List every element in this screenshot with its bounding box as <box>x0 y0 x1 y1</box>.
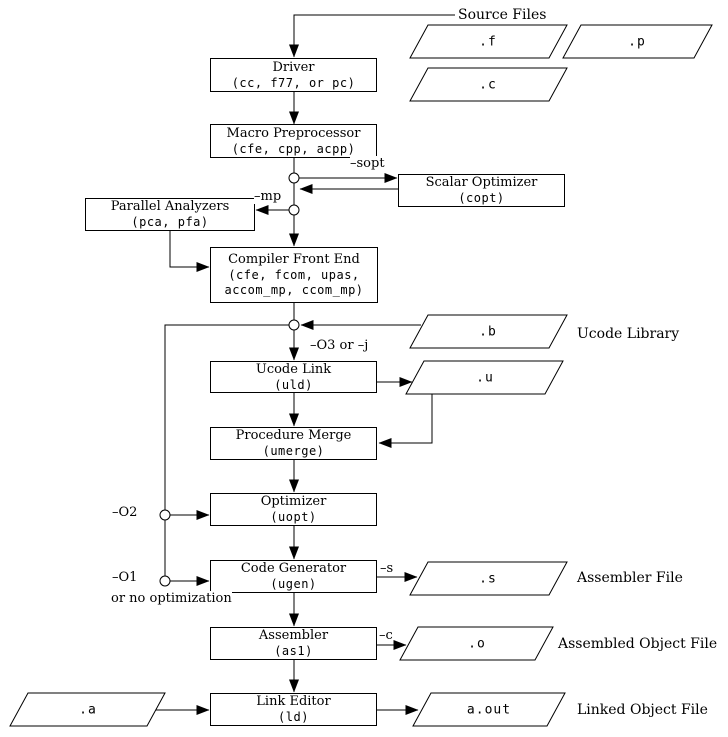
box-optimizer-sub: (uopt) <box>270 510 317 524</box>
file-p-shape <box>562 24 713 59</box>
box-procedure-merge-sub: (umerge) <box>262 444 325 458</box>
label-o3-option: –O3 or –j <box>310 338 369 353</box>
file-b-label: .b <box>479 324 497 340</box>
box-parallel-analyzers: Parallel Analyzers (pca, pfa) <box>85 198 255 231</box>
file-b-shape <box>409 314 568 349</box>
file-c-label: .c <box>479 77 497 93</box>
box-driver-title: Driver <box>272 59 315 75</box>
edge-analyzers-to-frontend <box>169 231 210 272</box>
box-code-generator-sub: (ugen) <box>270 577 317 591</box>
edge-u-to-proceduremerge <box>378 394 433 448</box>
label-linked-object-file: Linked Object File <box>577 702 708 718</box>
box-procedure-merge: Procedure Merge (umerge) <box>210 427 377 460</box>
edge-bypass-line <box>164 324 294 581</box>
box-optimizer-title: Optimizer <box>260 494 327 509</box>
box-ucode-link-sub: (uld) <box>274 377 313 392</box>
label-assembler-file: Assembler File <box>577 570 683 586</box>
file-aout-label: a.out <box>466 702 512 718</box>
box-compiler-front-end-title: Compiler Front End <box>228 252 360 267</box>
file-u-label: .u <box>476 370 494 386</box>
file-a-shape <box>9 692 166 727</box>
box-code-generator-title: Code Generator <box>240 561 347 576</box>
box-scalar-optimizer-sub: (copt) <box>458 191 505 205</box>
box-assembler: Assembler (as1) <box>210 627 377 660</box>
junction-circle-o2 <box>159 509 171 521</box>
box-assembler-sub: (as1) <box>274 644 313 658</box>
box-link-editor: Link Editor (ld) <box>210 693 377 726</box>
box-parallel-analyzers-title: Parallel Analyzers <box>110 199 230 214</box>
edge-sourcefiles-to-driver <box>289 14 455 58</box>
junction-circle-sopt <box>288 172 300 184</box>
box-driver-sub: (cc, f77, or pc) <box>231 75 356 90</box>
junction-circle-o1 <box>159 575 171 587</box>
file-o-label: .o <box>468 636 486 652</box>
box-assembler-title: Assembler <box>258 628 329 643</box>
file-s-shape <box>409 561 568 596</box>
file-f-label: .f <box>479 34 497 50</box>
file-f-shape <box>409 24 568 59</box>
box-compiler-front-end-sub: (cfe, fcom, upas, <box>228 268 360 282</box>
label-no-optimization-note: or no optimization <box>111 591 232 606</box>
box-ucode-link: Ucode Link (uld) <box>210 361 377 393</box>
label-o2-option: –O2 <box>112 505 138 520</box>
box-link-editor-title: Link Editor <box>256 694 331 709</box>
box-optimizer: Optimizer (uopt) <box>210 493 377 526</box>
label-mp-option: –mp <box>254 189 282 204</box>
label-s-option: –s <box>380 561 394 576</box>
box-compiler-front-end-sub2: accom_mp, ccom_mp) <box>224 283 364 297</box>
label-sopt-option: –sopt <box>350 156 385 171</box>
box-scalar-optimizer: Scalar Optimizer (copt) <box>398 174 565 207</box>
file-p-label: .p <box>628 34 646 50</box>
box-scalar-optimizer-title: Scalar Optimizer <box>425 175 538 190</box>
box-compiler-front-end: Compiler Front End (cfe, fcom, upas, acc… <box>210 247 378 303</box>
junction-circle-mp <box>288 204 300 216</box>
label-ucode-library: Ucode Library <box>577 326 680 342</box>
box-driver: Driver (cc, f77, or pc) <box>210 58 377 92</box>
label-source-files: Source Files <box>458 7 547 23</box>
file-aout-shape <box>412 692 566 727</box>
label-c-option: –c <box>379 628 393 643</box>
box-parallel-analyzers-sub: (pca, pfa) <box>131 215 209 229</box>
box-link-editor-sub: (ld) <box>278 710 309 724</box>
box-macro-preprocessor-sub: (cfe, cpp, acpp) <box>231 141 356 156</box>
box-code-generator: Code Generator (ugen) <box>210 560 377 593</box>
label-assembled-object-file: Assembled Object File <box>558 636 718 652</box>
box-macro-preprocessor: Macro Preprocessor (cfe, cpp, acpp) <box>210 124 377 158</box>
file-a-label: .a <box>79 702 97 718</box>
box-ucode-link-title: Ucode Link <box>255 361 332 377</box>
file-s-label: .s <box>479 571 497 587</box>
file-c-shape <box>409 67 568 102</box>
box-macro-preprocessor-title: Macro Preprocessor <box>226 125 361 141</box>
junction-circle-o3 <box>288 319 300 331</box>
box-procedure-merge-title: Procedure Merge <box>235 428 352 443</box>
label-o1-option: –O1 <box>112 570 138 585</box>
